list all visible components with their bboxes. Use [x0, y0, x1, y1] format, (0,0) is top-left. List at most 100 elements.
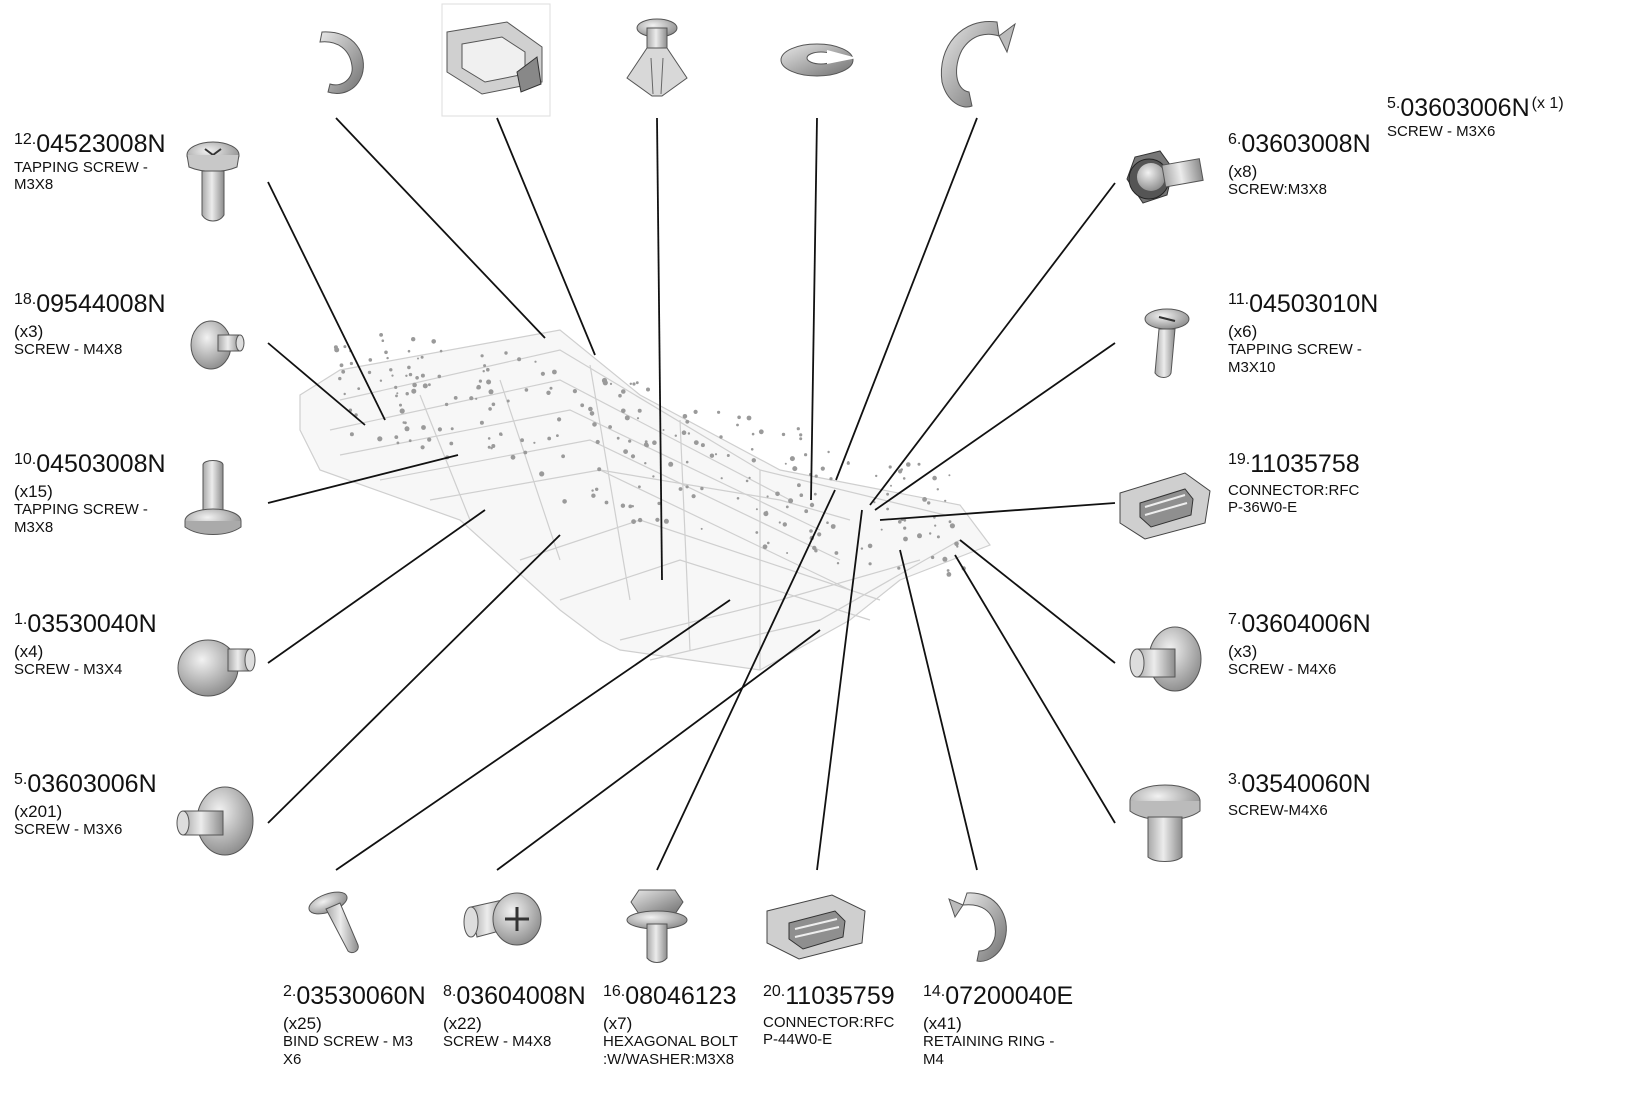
fastener-dot: [700, 443, 705, 448]
fastener-dot: [946, 569, 950, 572]
fastener-dot: [589, 411, 595, 416]
fastener-dot: [693, 440, 699, 445]
part-description: SCREW - M4X8: [14, 341, 123, 359]
fastener-dot: [408, 372, 413, 377]
fastener-dot: [685, 460, 689, 464]
fastener-dot: [652, 475, 655, 478]
fastener-dot: [736, 497, 740, 500]
fastener-dot: [929, 532, 932, 535]
fastener-dot: [932, 475, 937, 481]
retaining-ring-icon: [319, 31, 364, 94]
fastener-dot: [631, 505, 634, 508]
part-label-19: 19.11035758 CONNECTOR:RFC P-36W0-E: [1228, 450, 1378, 516]
fastener-dot: [766, 495, 769, 498]
fastener-dot: [386, 356, 389, 360]
fastener-dot: [814, 474, 818, 478]
fastener-dot: [746, 415, 752, 421]
part-label-16: 16.08046123 (x7) HEXAGONAL BOLT :W/WASHE…: [603, 982, 753, 1068]
fastener-dot: [415, 376, 419, 380]
fastener-dot: [681, 430, 687, 436]
part-quantity: (x41): [923, 1013, 962, 1033]
part-description: SCREW - M4X6: [1228, 661, 1337, 679]
part-label-11: 11.04503010N (x6) TAPPING SCREW - M3X10: [1228, 290, 1378, 376]
part-index: 6.: [1228, 131, 1242, 148]
fastener-dot: [788, 498, 794, 504]
part-description: CONNECTOR:RFC P-36W0-E: [1228, 481, 1360, 516]
fastener-dot: [804, 453, 808, 457]
fastener-dot: [595, 439, 600, 445]
part-index: 12.: [14, 131, 37, 148]
fastener-dot: [592, 422, 597, 427]
part-index: 14.: [923, 983, 946, 1000]
fastener-dot: [404, 426, 410, 432]
tapping-screw-icon: [1144, 308, 1190, 378]
fastener-dot: [748, 476, 751, 479]
fastener-dot: [745, 479, 749, 483]
fastener-dot: [533, 441, 536, 444]
fastener-dot: [635, 381, 639, 385]
fastener-dot: [956, 545, 959, 548]
part-number-8: 8.03604008N: [443, 982, 593, 1011]
fastener-dot: [469, 396, 474, 401]
fastener-dot: [540, 371, 546, 376]
fastener-dot: [755, 508, 758, 511]
part-index: 18.: [14, 291, 37, 308]
part-code: 07200040E: [945, 982, 1074, 1010]
fastener-dot: [621, 408, 626, 414]
fastener-dot: [487, 445, 491, 449]
fastener-dot: [478, 379, 482, 383]
fastener-dot: [624, 415, 630, 421]
tapping-screw-icon: [186, 141, 240, 222]
fastener-dot: [778, 521, 781, 524]
fastener-dot: [785, 505, 789, 509]
screw-icon: [177, 639, 256, 697]
fastener-dot: [552, 369, 557, 375]
part-code: 11035759: [785, 982, 895, 1010]
fastener-dot: [520, 438, 524, 443]
fastener-dot: [897, 566, 901, 570]
part-quantity: (x6): [1228, 321, 1258, 341]
part-label-8: 8.03604008N (x22) SCREW - M4X8: [443, 982, 593, 1051]
fastener-dot: [809, 502, 815, 508]
fastener-dot: [394, 435, 399, 439]
part-description: CONNECTOR:RFC P-44W0-E: [763, 1013, 895, 1048]
part-number-19: 19.11035758: [1228, 450, 1378, 479]
fastener-dot: [411, 337, 416, 342]
push-rivet-clip-icon: [626, 18, 688, 97]
fastener-dot: [561, 454, 565, 459]
screw-icon: [1129, 784, 1201, 862]
screw-icon: [1129, 626, 1202, 692]
part-description: SCREW:M3X8: [1228, 181, 1327, 199]
part-number-18: 18.09544008N: [14, 290, 166, 319]
part-number-1: 1.03530040N: [14, 610, 164, 639]
part-quantity: (x7): [603, 1013, 633, 1033]
fastener-dot: [630, 454, 636, 459]
fastener-dot: [394, 385, 398, 389]
part-description: RETAINING RING - M4: [923, 1033, 1055, 1068]
part-number-2: 2.03530060N: [283, 982, 433, 1011]
fastener-dot: [709, 453, 715, 458]
fastener-dot: [830, 524, 836, 529]
part-index: 2.: [283, 983, 297, 1000]
part-label-14: 14.07200040E (x41) RETAINING RING - M4: [923, 982, 1073, 1068]
fastener-dot: [930, 555, 935, 560]
fastener-dot: [343, 392, 346, 396]
connector-icon: [766, 894, 866, 960]
part-quantity: (x8): [1228, 161, 1258, 181]
fastener-dot: [750, 448, 754, 451]
part-description: BIND SCREW - M3 X6: [283, 1033, 414, 1068]
fastener-dot: [775, 491, 780, 497]
fastener-dot: [755, 531, 759, 534]
part-quantity: (x201): [14, 801, 63, 821]
fastener-dot: [687, 432, 691, 435]
part-label-6: 6.03603008N (x8) SCREW:M3X8: [1228, 130, 1378, 199]
fastener-dot: [763, 511, 769, 517]
fastener-dot: [898, 469, 903, 474]
fastener-dot: [517, 357, 522, 362]
part-code: 04503010N: [1249, 290, 1379, 318]
fastener-dot: [751, 432, 755, 436]
fastener-dot: [700, 486, 704, 491]
fastener-dot: [444, 402, 449, 407]
part-label-20: 20.11035759 CONNECTOR:RFC P-44W0-E: [763, 982, 913, 1048]
fastener-dot: [944, 499, 947, 502]
